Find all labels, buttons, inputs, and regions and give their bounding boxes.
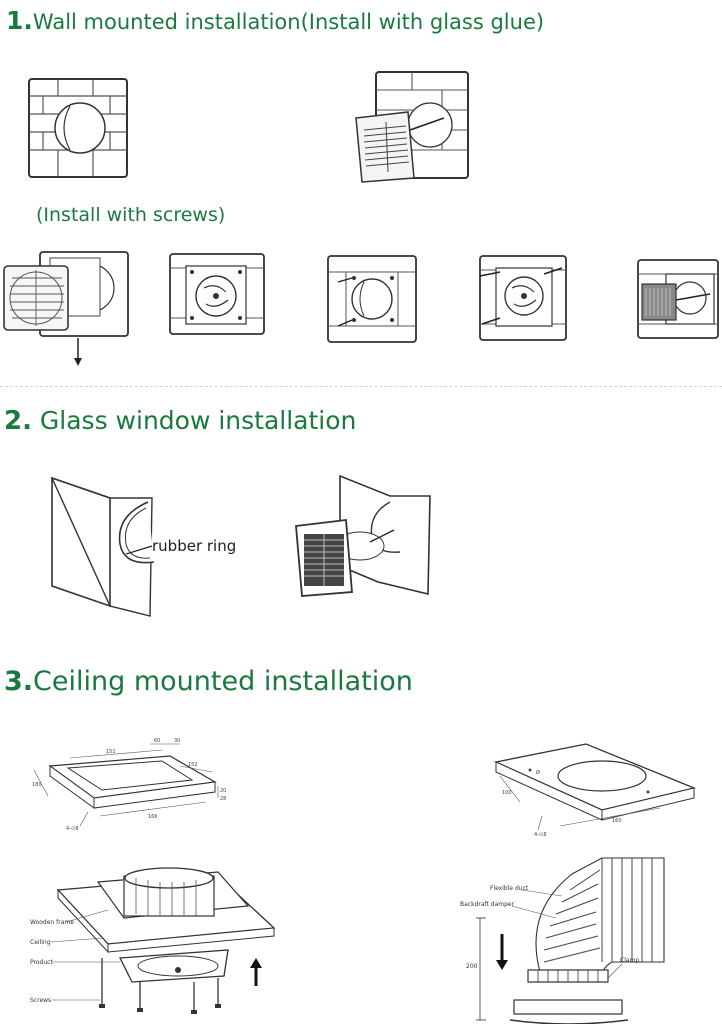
section-2-heading: 2. Glass window installation <box>4 406 356 436</box>
rubber-ring-pointer <box>125 545 153 555</box>
section-3-title: Ceiling mounted installation <box>33 666 413 697</box>
wall-fan-glue-illustration <box>355 71 469 183</box>
screw-step-1-illustration <box>3 251 129 366</box>
dim-152-top: 152 <box>106 749 116 755</box>
section-1-title: Wall mounted installation(Install with g… <box>32 10 545 34</box>
section-1-heading: 1.Wall mounted installation(Install with… <box>6 6 544 35</box>
screw-step-3-illustration <box>327 255 417 343</box>
label-ceiling: Ceiling <box>30 939 51 946</box>
screw-step-2-illustration <box>169 253 265 335</box>
screw-step-4-illustration <box>479 255 567 341</box>
hole-label: Ø <box>536 769 540 776</box>
label-backdraft-damper: Backdraft damper <box>460 901 515 908</box>
section-2-number: 2. <box>4 406 32 436</box>
section-3-number: 3. <box>4 666 34 697</box>
label-screws: Screws <box>30 997 51 1004</box>
dim-holes-frame: 4-∅8 <box>66 826 79 832</box>
dim-holes-board: 4-∅8 <box>534 832 547 838</box>
section-3-heading: 3.Ceiling mounted installation <box>4 666 413 697</box>
rubber-ring-label: rubber ring <box>152 537 237 555</box>
label-height-200: 200 <box>466 963 478 970</box>
dim-152-side: 152 <box>188 762 198 768</box>
label-flexible-duct: Flexible duct <box>490 885 529 892</box>
dim-166: 166 <box>148 814 158 820</box>
section-1-number: 1. <box>6 6 33 35</box>
label-clamp: Clamp <box>620 957 639 964</box>
section-divider <box>0 386 722 387</box>
flexible-duct-diagram: Flexible duct Backdraft damper Clamp 200 <box>460 857 665 1024</box>
dim-160: 160 <box>612 818 622 824</box>
ceiling-board-diagram: 100 160 4-∅8 Ø <box>493 743 697 838</box>
label-wooden-frame: Wooden frame <box>30 919 74 926</box>
dim-100: 100 <box>502 790 512 796</box>
dim-30: 30 <box>174 738 180 744</box>
dim-60: 60 <box>154 738 160 744</box>
dim-28: 28 <box>220 796 226 802</box>
ceiling-assembly-diagram: Wooden frame Ceiling Product Screws <box>30 867 276 1014</box>
dim-180: 180 <box>32 782 42 788</box>
glass-fan-illustration <box>295 474 431 597</box>
wall-hole-illustration <box>28 78 128 178</box>
screw-step-5-illustration <box>637 259 719 339</box>
section-2-title: Glass window installation <box>39 406 357 435</box>
wooden-frame-diagram: 152 60 30 152 180 166 20 28 4-∅8 <box>32 738 226 832</box>
dim-20: 20 <box>220 788 226 794</box>
screws-caption: (Install with screws) <box>36 204 226 226</box>
label-product: Product <box>30 959 53 966</box>
